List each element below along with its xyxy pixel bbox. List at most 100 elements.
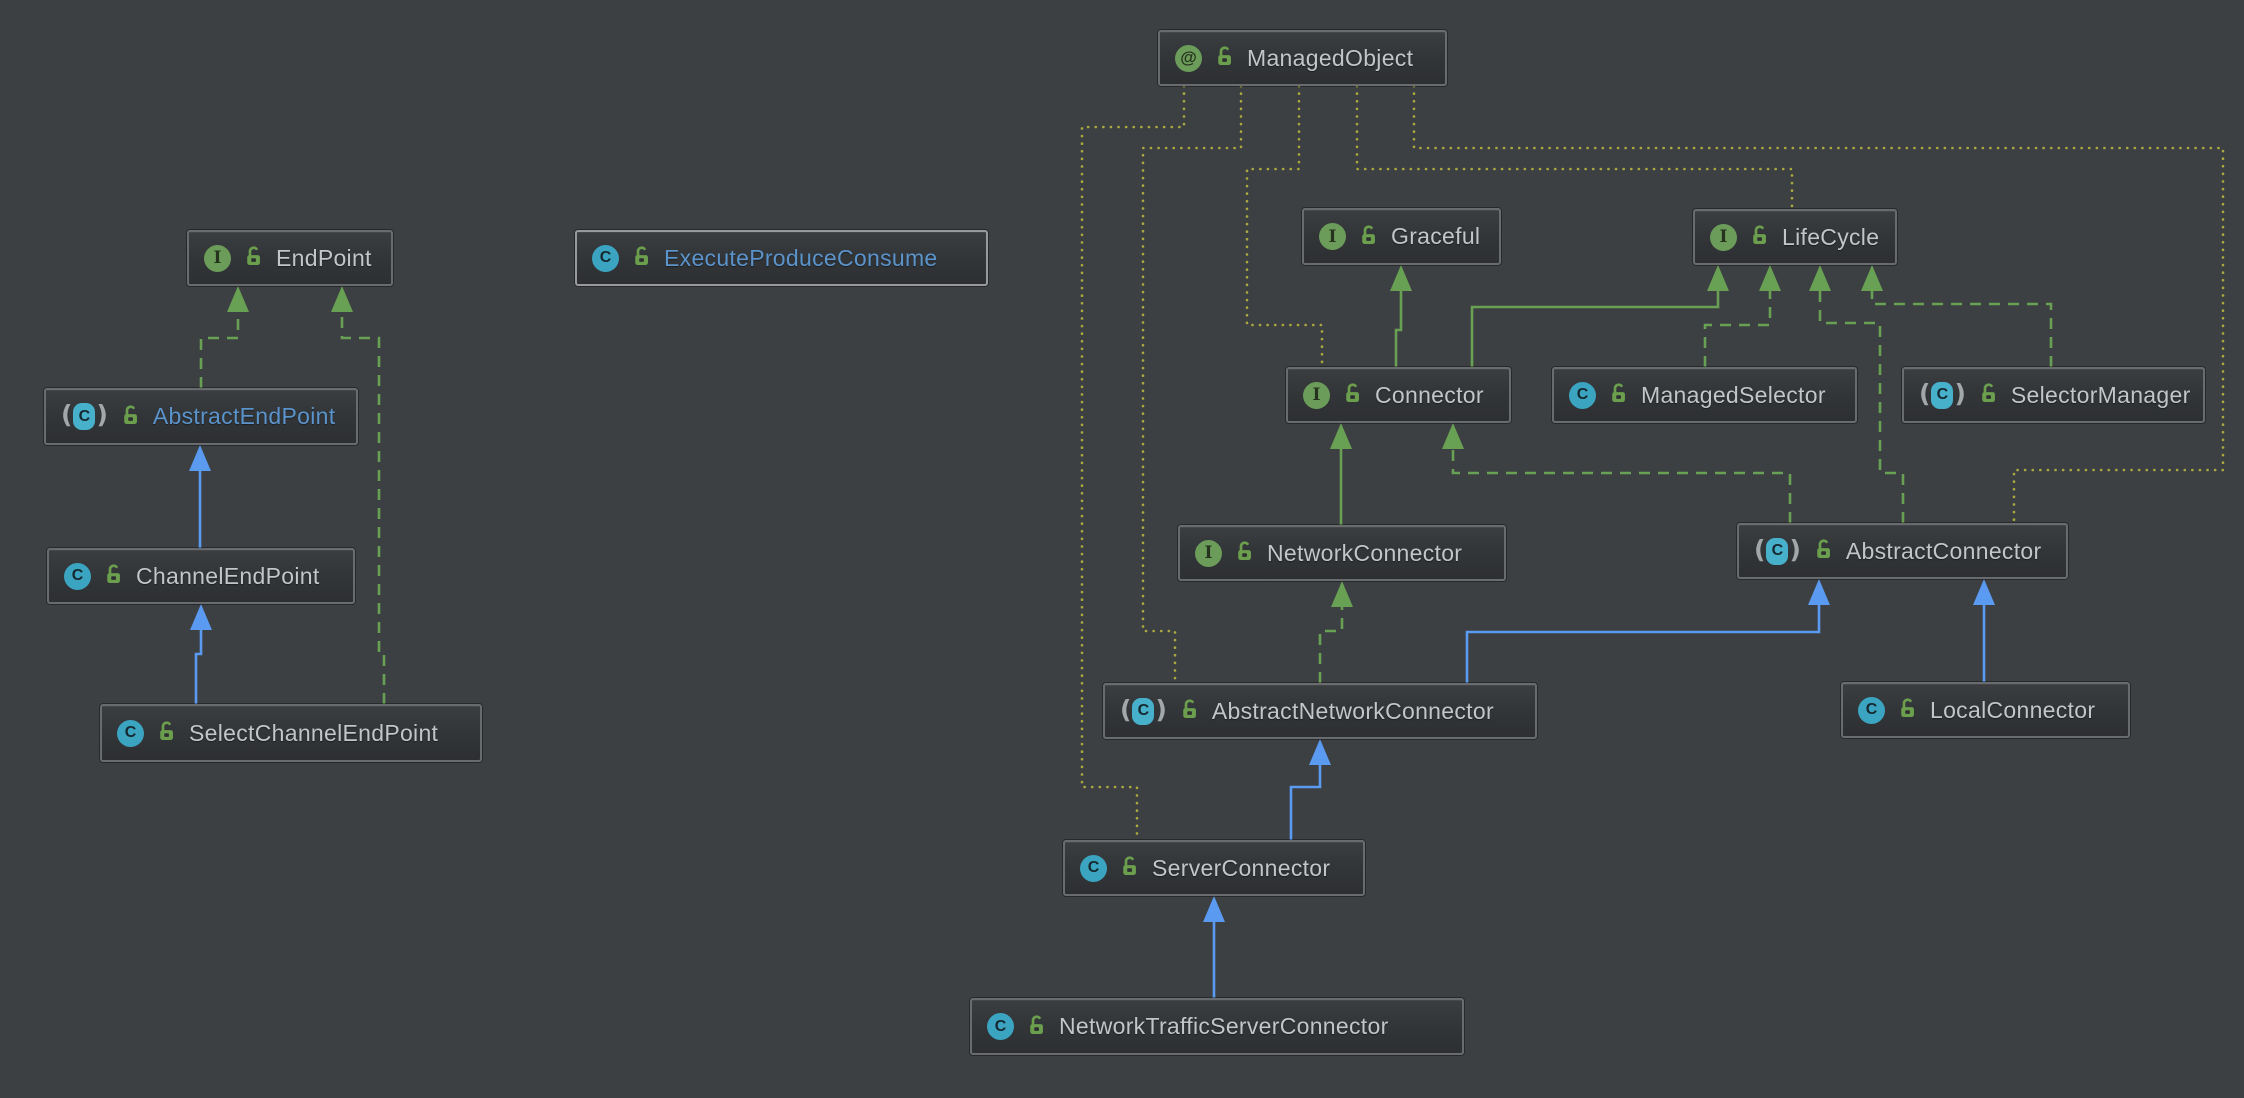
node-lifecycle[interactable]: I LifeCycle (1693, 209, 1897, 265)
abstract-class-icon: (C) (1919, 378, 1966, 409)
class-icon: C (1858, 696, 1885, 724)
abstract-class-icon: (C) (1120, 696, 1167, 725)
class-icon: C (64, 562, 91, 590)
public-lock-icon (1346, 383, 1359, 402)
node-label: ServerConnector (1152, 854, 1331, 881)
public-lock-icon (247, 246, 260, 265)
interface-icon: I (1710, 223, 1737, 251)
node-label: ManagedObject (1247, 44, 1414, 71)
edge-abstract-connector-to-managed-object (1412, 84, 2225, 525)
node-label: EndPoint (276, 244, 372, 271)
lock-wrap (104, 563, 123, 591)
arrowhead (1809, 265, 1831, 291)
public-lock-icon (1612, 383, 1625, 402)
node-local-connector[interactable]: C LocalConnector (1841, 682, 2130, 738)
abstract-letter: C (1132, 697, 1155, 725)
edge-line (1818, 291, 1905, 523)
edge-line (1703, 291, 1772, 367)
arrowhead (1390, 265, 1412, 291)
edge-line (1465, 605, 1821, 683)
node-managed-object[interactable]: @ManagedObject (1158, 30, 1447, 86)
interface-icon: I (204, 244, 231, 272)
abstract-class-icon: (C) (1754, 536, 1801, 565)
node-label: LocalConnector (1930, 696, 2096, 723)
arrowhead (190, 604, 212, 630)
lock-wrap (1750, 224, 1769, 252)
arrowhead (1203, 896, 1225, 922)
node-label: NetworkConnector (1267, 539, 1463, 566)
node-connector[interactable]: I Connector (1286, 367, 1511, 423)
edge-select-channel-endpoint-to-endpoint (331, 286, 386, 704)
edge-abstract-network-connector-to-network-connector (1318, 581, 1353, 683)
node-abstract-endpoint[interactable]: (C)AbstractEndPoint (44, 388, 358, 445)
node-label: Connector (1375, 381, 1484, 408)
edge-line (1245, 84, 1324, 369)
arrowhead (1861, 265, 1883, 291)
node-network-connector[interactable]: I NetworkConnector (1178, 525, 1506, 581)
interface-icon: I (1195, 539, 1222, 567)
paren-open: ( (61, 400, 73, 429)
lock-wrap (1609, 382, 1628, 410)
lock-wrap (1027, 1014, 1046, 1042)
edge-line (340, 312, 386, 704)
edge-line (194, 630, 203, 704)
lock-wrap (1215, 45, 1234, 73)
edge-line (1470, 291, 1720, 367)
lock-wrap (1343, 382, 1362, 410)
public-lock-icon (1817, 539, 1830, 558)
node-channel-endpoint[interactable]: C ChannelEndPoint (47, 548, 355, 604)
node-abstract-network-connector[interactable]: (C) AbstractNetworkConnector (1103, 683, 1537, 739)
node-label: AbstractConnector (1845, 537, 2042, 564)
edge-connector-to-lifecycle (1470, 265, 1729, 367)
edge-channel-endpoint-to-abstract-endpoint (189, 445, 211, 548)
node-endpoint[interactable]: I EndPoint (187, 230, 393, 286)
lock-wrap (1235, 540, 1254, 568)
class-icon: C (1569, 381, 1596, 409)
edge-select-channel-endpoint-to-channel-endpoint (190, 604, 212, 704)
class-icon: C (117, 719, 144, 747)
edge-network-connector-to-connector (1330, 423, 1352, 525)
public-lock-icon (1030, 1014, 1043, 1034)
public-lock-icon (1218, 46, 1231, 65)
edge-line (1394, 291, 1403, 367)
edge-local-connector-to-abstract-connector (1973, 579, 1995, 682)
edge-server-connector-to-abstract-network-connector (1289, 739, 1331, 840)
edge-selector-manager-to-lifecycle (1861, 265, 2053, 367)
arrowhead (331, 286, 353, 312)
lock-wrap (1898, 697, 1917, 725)
paren-close: ) (1954, 378, 1966, 408)
edge-network-traffic-server-connector-to-server-connector (1203, 896, 1225, 998)
edge-connector-to-managed-object (1245, 84, 1324, 369)
node-label: LifeCycle (1782, 223, 1880, 250)
node-selector-manager[interactable]: (C) SelectorManager (1902, 367, 2205, 423)
node-abstract-connector[interactable]: (C) AbstractConnector (1737, 523, 2068, 579)
lock-wrap (1979, 382, 1998, 410)
arrowhead (1442, 423, 1464, 449)
node-label: AbstractNetworkConnector (1211, 697, 1494, 724)
arrowhead (227, 286, 249, 312)
lock-wrap (1814, 538, 1833, 566)
edge-line (1451, 449, 1792, 523)
edge-abstract-connector-to-connector (1442, 423, 1792, 523)
public-lock-icon (1238, 541, 1251, 560)
edge-managed-selector-to-lifecycle (1703, 265, 1781, 367)
node-label: ChannelEndPoint (136, 562, 320, 589)
node-label: Graceful (1391, 223, 1481, 249)
node-label: NetworkTrafficServerConnector (1059, 1013, 1389, 1039)
arrowhead (1331, 581, 1353, 607)
interface-icon: I (1303, 381, 1330, 409)
edge-line (1080, 84, 1186, 842)
lock-wrap (157, 720, 176, 748)
edge-lifecycle-to-managed-object (1355, 84, 1794, 211)
lock-wrap (1120, 855, 1139, 883)
lock-wrap (121, 404, 140, 432)
node-label: SelectorManager (2010, 381, 2191, 408)
paren-open: ( (1919, 378, 1931, 408)
arrowhead (189, 445, 211, 471)
